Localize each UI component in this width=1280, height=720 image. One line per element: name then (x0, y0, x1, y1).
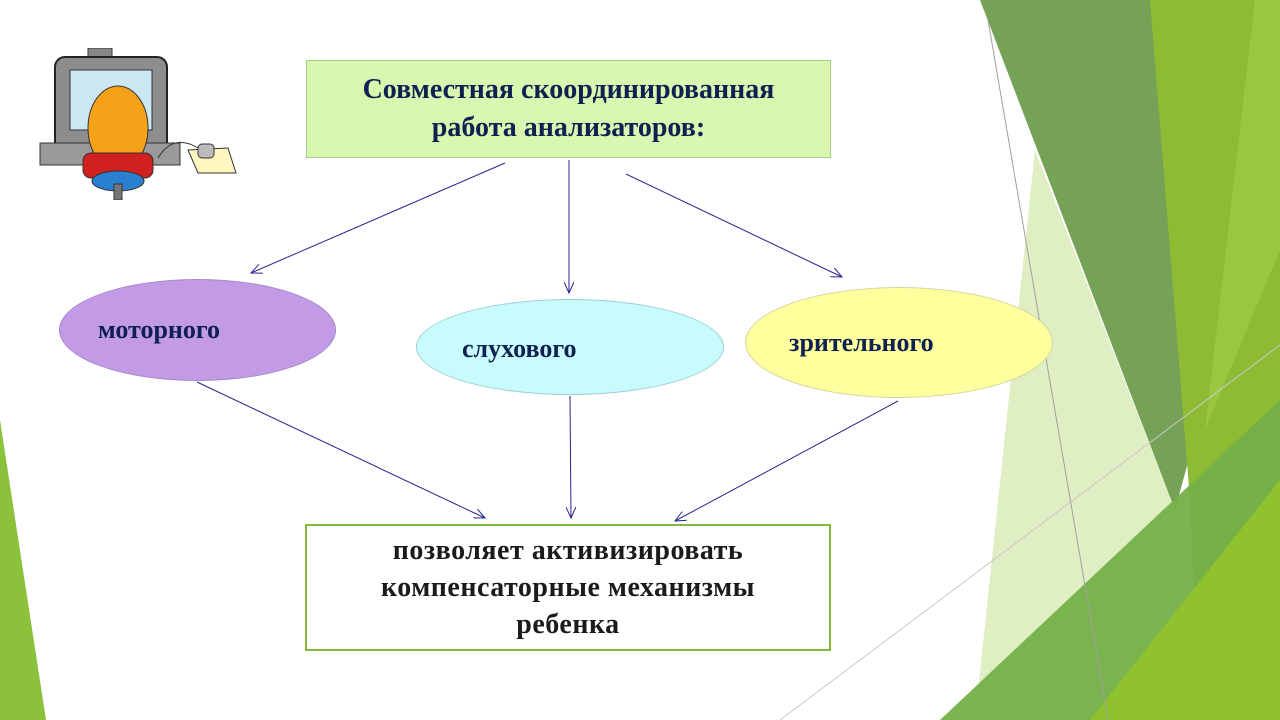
motor-analyzer-label: моторного (98, 315, 221, 344)
left-green-shard (0, 420, 46, 720)
auditory-analyzer-label: слухового (462, 334, 577, 363)
result-line-2: компенсаторные механизмы (380, 572, 756, 603)
arrow-to-motor (251, 162, 506, 273)
arrow-audio-to-result (570, 395, 571, 518)
visual-analyzer-ellipse (745, 287, 1053, 398)
thin-line (987, 19, 1109, 720)
heading-line-1: Совместная скоординированная (362, 74, 775, 105)
auditory-analyzer-ellipse (416, 299, 724, 395)
result-line-3: ребенка (516, 609, 620, 640)
motor-analyzer-ellipse (59, 279, 336, 381)
thin-line (779, 344, 1280, 720)
result-box: позволяет активизировать компенсаторные … (305, 524, 831, 651)
dark-green-shard (980, 0, 1205, 510)
arrow-visual-to-result (675, 400, 899, 521)
visual-analyzer-label: зрительного (789, 328, 934, 357)
result-line-1: позволяет активизировать (392, 535, 744, 566)
arrow-to-visual (625, 173, 842, 277)
computer-clipart (39, 48, 237, 200)
bottom-lime-shard (1090, 480, 1280, 720)
heading-box: Совместная скоординированная работа анал… (306, 60, 831, 158)
heading-line-2: работа анализаторов: (431, 112, 706, 143)
arrow-motor-to-result (196, 381, 485, 518)
light-right-shard (1205, 0, 1280, 430)
